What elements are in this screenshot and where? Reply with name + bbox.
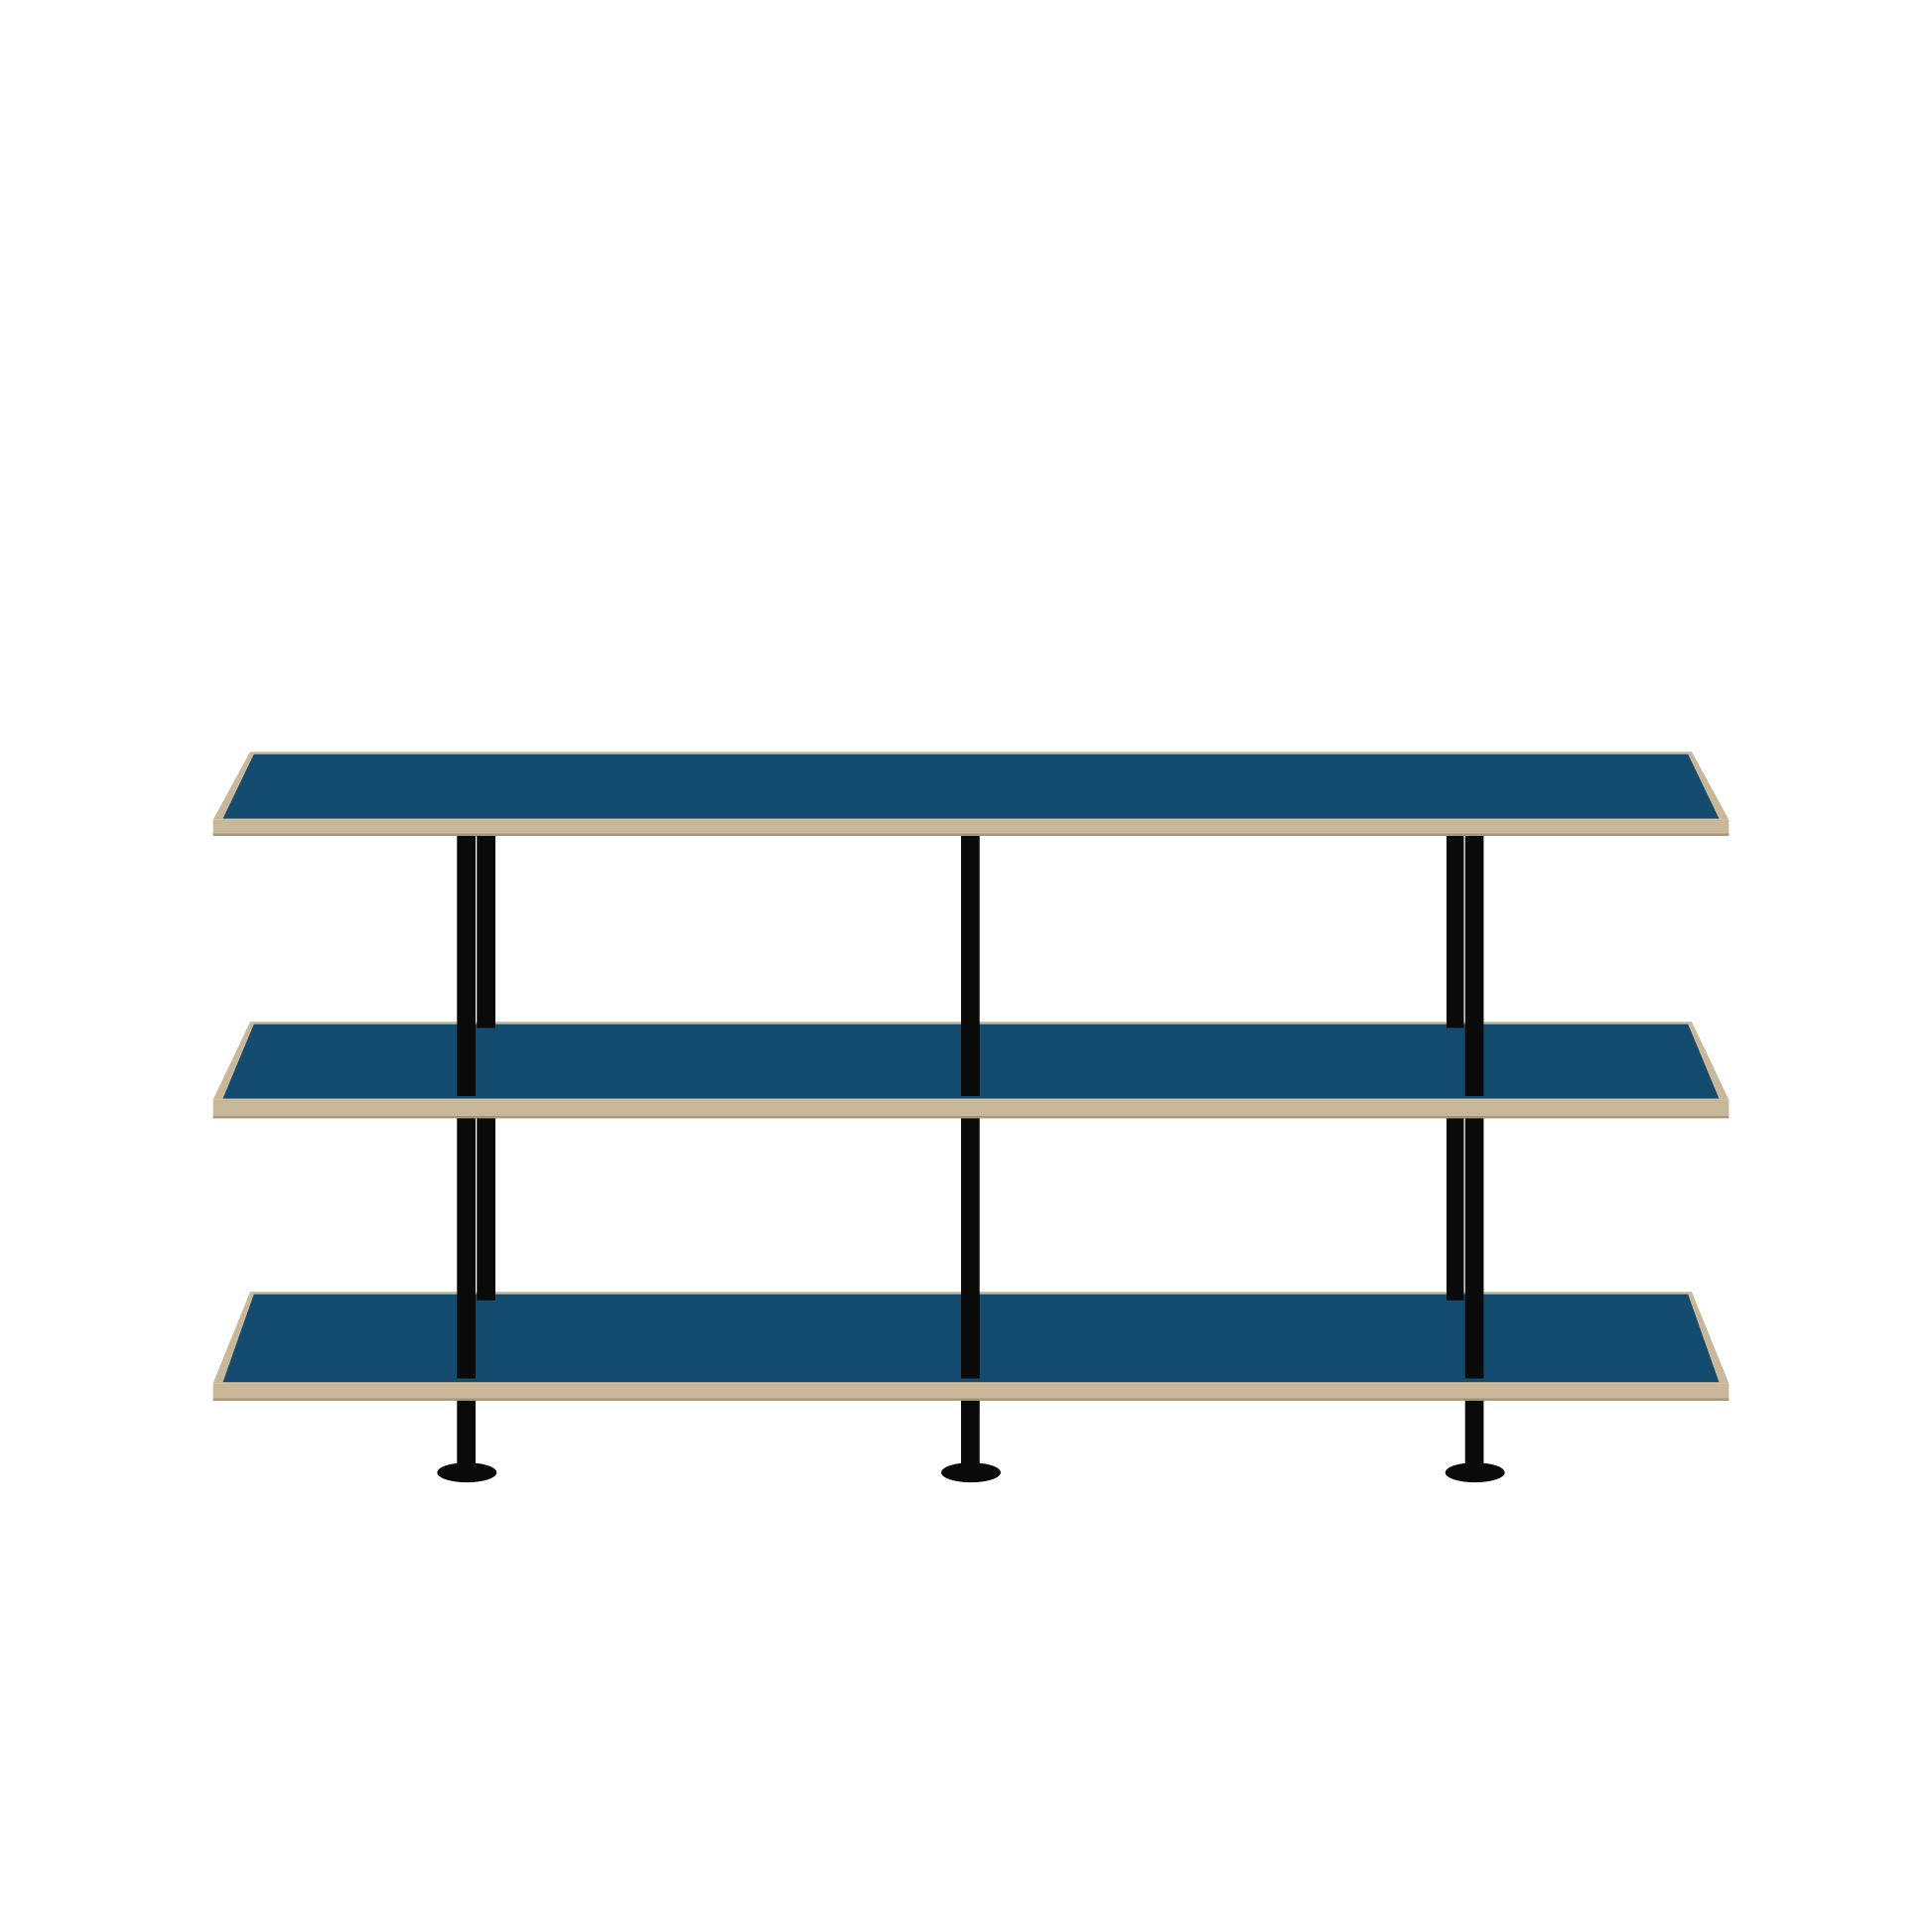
front-leg-left	[457, 1118, 477, 1379]
back-legs	[477, 836, 1464, 1301]
back-leg-right	[1447, 1118, 1464, 1301]
back-leg-right	[1447, 836, 1464, 1029]
foot-center	[941, 1462, 1001, 1483]
leg-stem-center	[961, 1400, 980, 1470]
leg-stem-left	[457, 1400, 477, 1470]
shelf-front-edge	[212, 1383, 1729, 1401]
shelf-front-edge	[212, 1099, 1729, 1119]
front-legs	[457, 836, 1484, 1379]
back-leg-left	[477, 1118, 495, 1301]
front-leg-right	[1464, 836, 1484, 1096]
foot-left	[437, 1462, 497, 1483]
front-leg-center	[961, 836, 980, 1096]
feet	[437, 1400, 1505, 1483]
leg-stem-right	[1464, 1400, 1484, 1470]
shelf-front-edge	[212, 819, 1729, 837]
front-leg-center	[961, 1118, 980, 1379]
front-leg-right	[1464, 1118, 1484, 1379]
foot-right	[1445, 1462, 1505, 1483]
back-leg-left	[477, 836, 495, 1029]
shelf-1	[212, 752, 1729, 837]
front-leg-left	[457, 836, 477, 1096]
shelf-surface	[222, 754, 1720, 819]
